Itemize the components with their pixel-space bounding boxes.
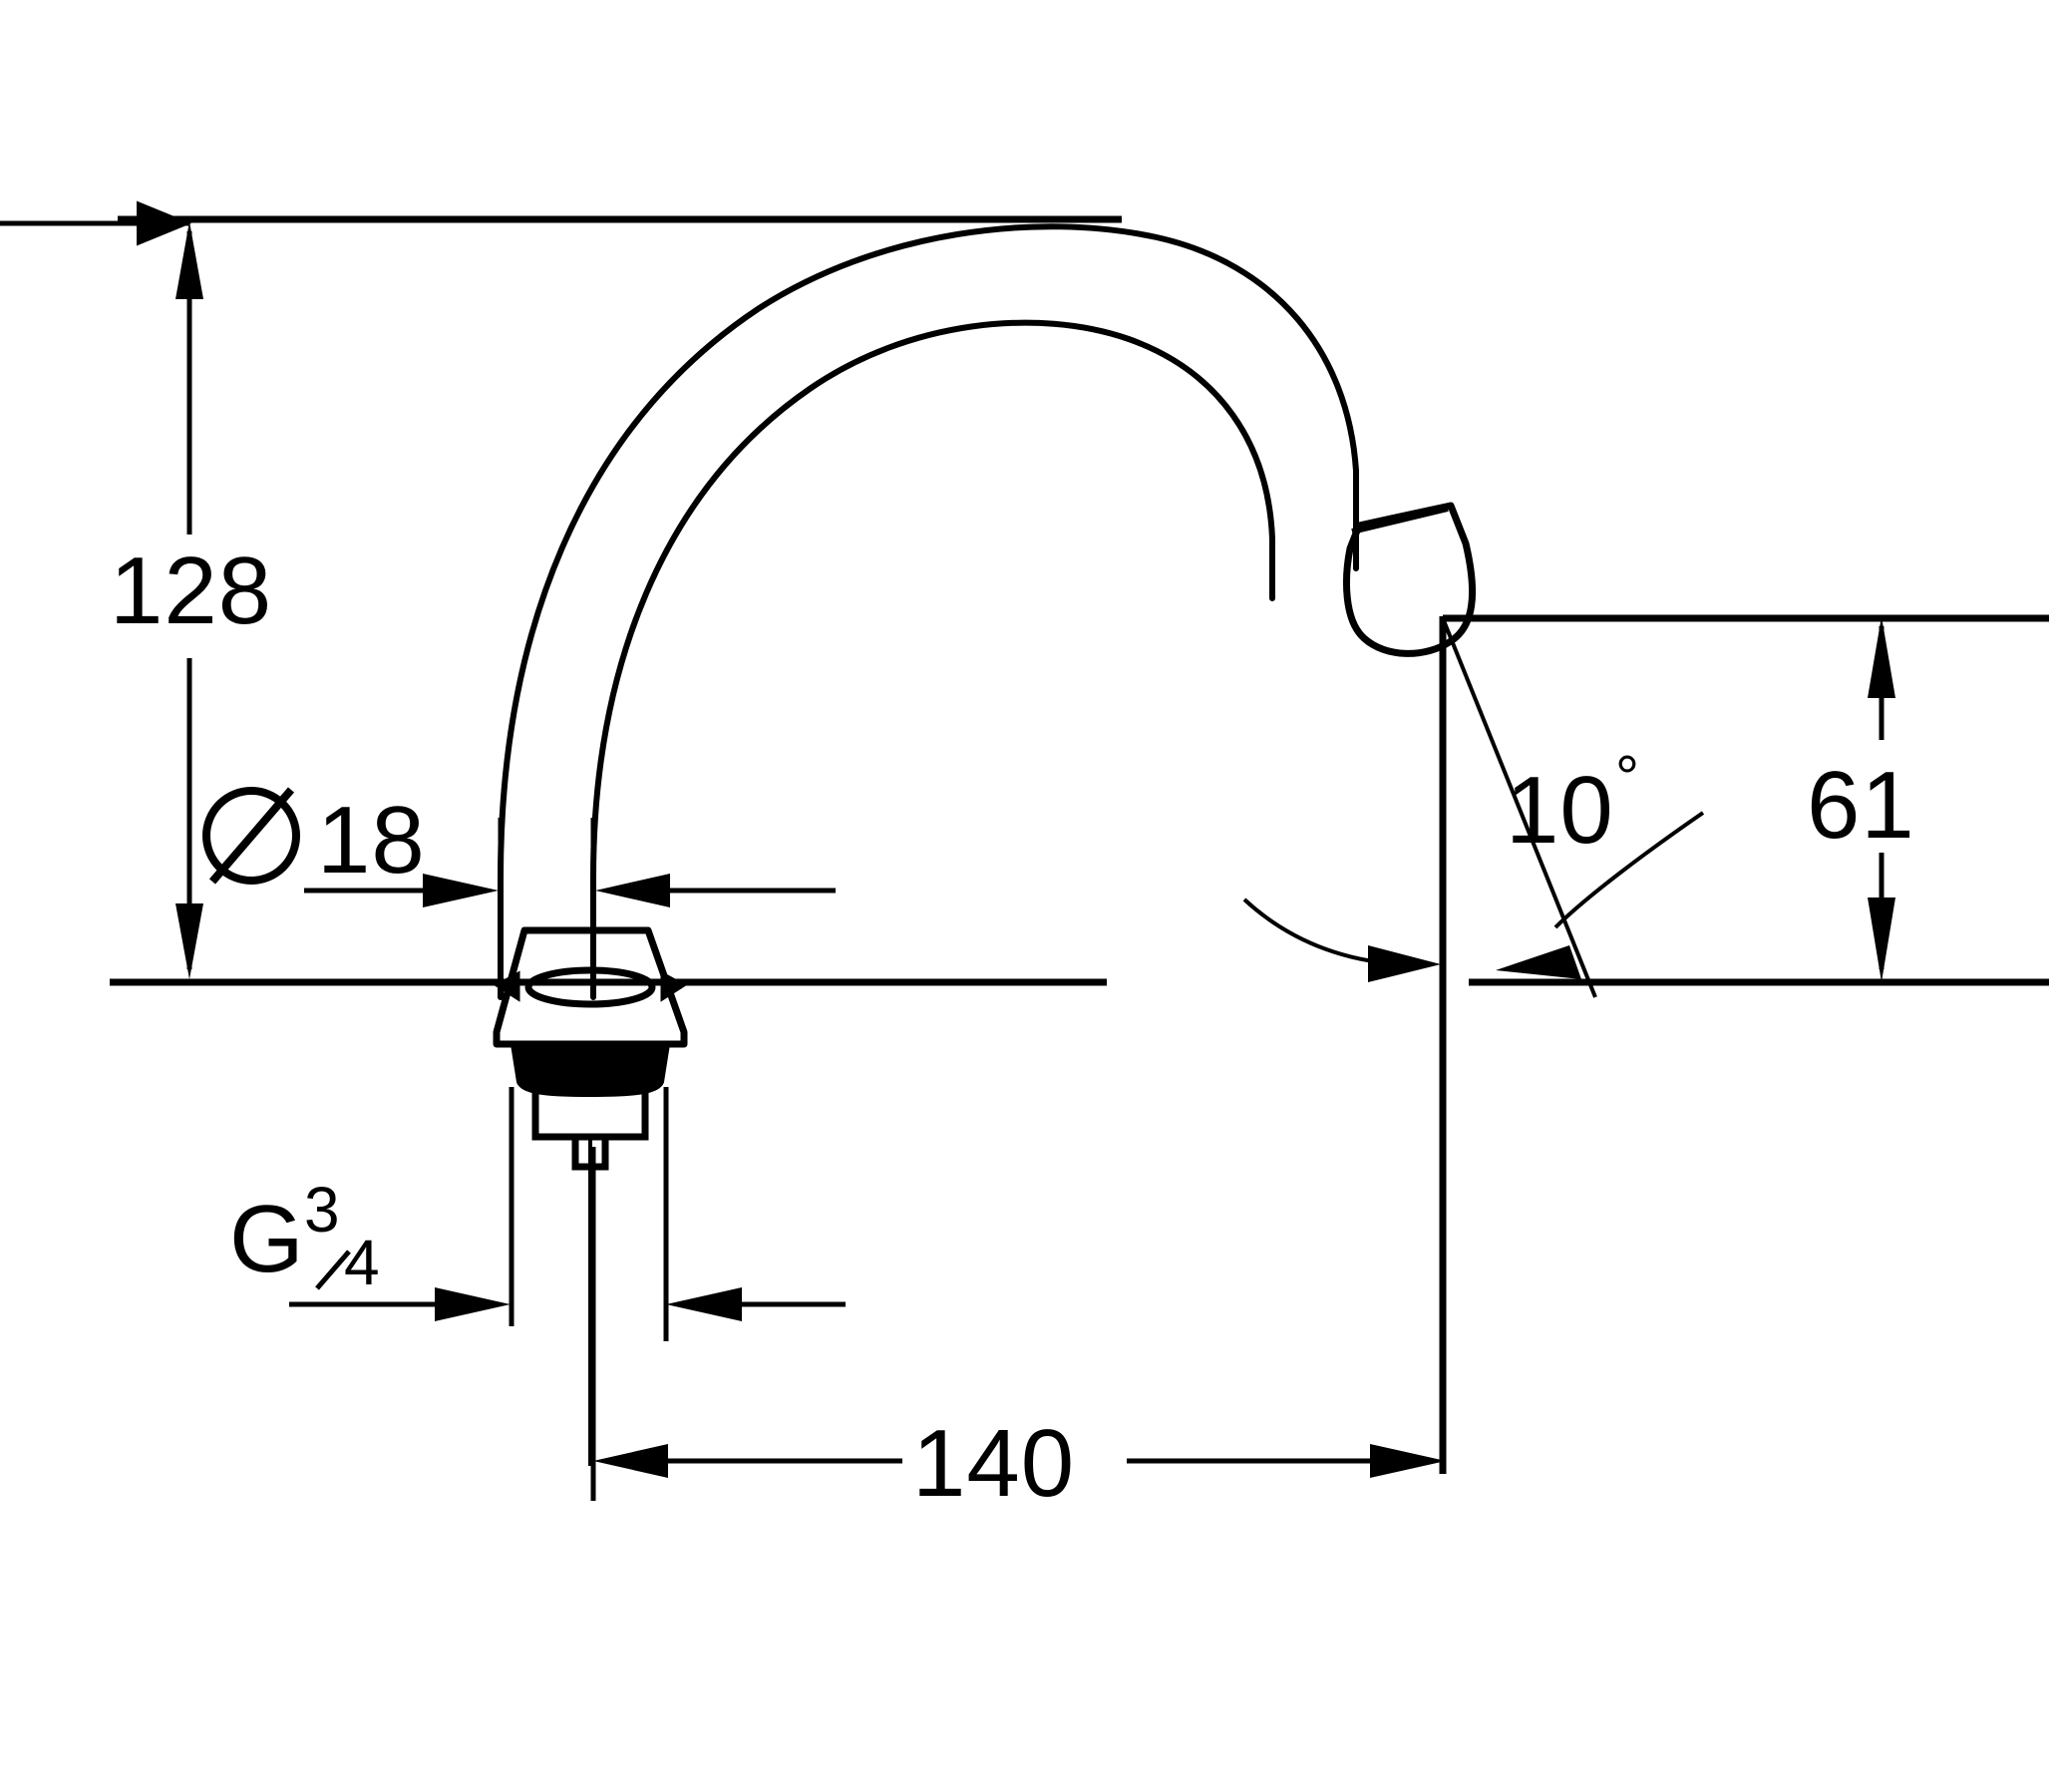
thread-numerator-label: 3	[304, 1174, 340, 1246]
dimension-angle-10-label: 10	[1506, 757, 1614, 864]
dimension-angle-10: 10 °	[1242, 744, 1705, 982]
o-ring-seal	[524, 966, 656, 1008]
thread-prefix-label: G	[229, 1186, 305, 1292]
spout-outlet-aerator	[1343, 502, 1477, 657]
outlet-angle-line	[1441, 617, 1597, 998]
thread-denominator-label: 4	[344, 1227, 380, 1298]
thread-fraction-slash	[315, 1250, 351, 1290]
dimension-tube-diameter-label: 18	[317, 787, 426, 894]
dimension-tube-diameter: 18	[202, 787, 836, 907]
dimension-thread-g34: G 3 4	[229, 1174, 846, 1321]
dimension-outlet-height-61: 61	[1807, 616, 1915, 982]
dimension-outlet-height-61-label: 61	[1807, 752, 1915, 859]
diameter-symbol-icon	[202, 787, 300, 885]
degree-symbol-icon: °	[1615, 744, 1639, 811]
dimension-height-128: 128	[0, 200, 272, 979]
swan-neck-spout	[498, 223, 1359, 1000]
dimension-reach-140-label: 140	[912, 1410, 1075, 1517]
dimension-reach-140: 140	[593, 1410, 1446, 1517]
dimension-height-128-label: 128	[110, 538, 272, 644]
